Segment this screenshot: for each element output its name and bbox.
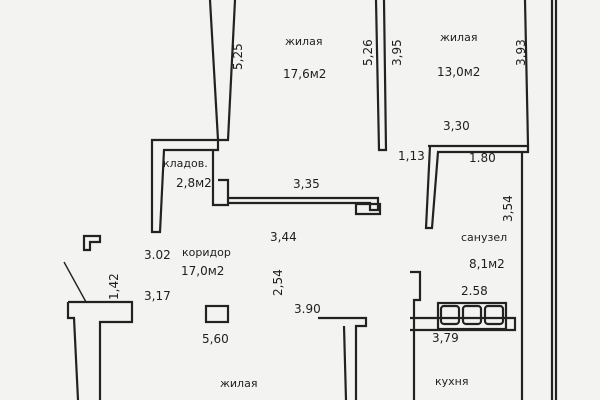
room-living-top-right-area: 13,0м2: [437, 65, 481, 79]
wall-lower-left: [68, 300, 134, 400]
dim-1-13: 1,13: [398, 149, 425, 163]
wall-lower-left-2: [66, 302, 80, 400]
room-corridor-name: коридор: [182, 246, 231, 259]
dim-3-95: 3,95: [390, 39, 404, 66]
dim-2-54: 2,54: [271, 269, 285, 296]
dim-3-44: 3,44: [270, 230, 297, 244]
bath-fixture-c: [483, 304, 505, 326]
wall-lower-middle-2: [342, 325, 348, 400]
wall-kitchen-top: [410, 270, 422, 400]
door-swing: [63, 261, 87, 303]
wall-storage-bottom: [228, 196, 380, 212]
dim-1-42: 1,42: [107, 273, 121, 300]
column: [204, 304, 230, 324]
room-bathroom-name: санузел: [461, 231, 508, 244]
bath-fixture: [436, 301, 508, 331]
wall-corridor-left: [82, 234, 102, 252]
dim-3-79: 3,79: [432, 331, 459, 345]
dim-3-17: 3,17: [144, 289, 171, 303]
room-bathroom-area: 8,1м2: [469, 257, 505, 271]
wall-bathroom-top: [424, 144, 530, 230]
room-living-bottom-name: жилая: [220, 377, 258, 390]
room-living-top-right-name: жилая: [440, 31, 478, 44]
wall-living-left: [208, 0, 237, 142]
room-storage-area: 2,8м2: [176, 176, 212, 190]
wall-exterior-right: [523, 0, 530, 146]
dim-3-30: 3,30: [443, 119, 470, 133]
dim-3-02: 3.02: [144, 248, 171, 262]
dim-5-60: 5,60: [202, 332, 229, 346]
dim-5-25: 5,25: [231, 43, 245, 70]
bath-fixture-a: [439, 304, 461, 326]
room-kitchen-name: кухня: [435, 375, 469, 388]
wall-partition-top: [374, 0, 388, 152]
dim-3-35: 3,35: [293, 177, 320, 191]
wall-door-stub: [354, 202, 382, 216]
room-corridor-area: 17,0м2: [181, 264, 225, 278]
wall-lower-middle: [318, 316, 368, 400]
room-storage-name: кладов.: [163, 157, 208, 170]
bath-fixture-b: [461, 304, 483, 326]
wall-storage: [150, 138, 220, 234]
dim-1-80: 1.80: [469, 151, 496, 165]
wall-storage-inner: [211, 150, 230, 207]
dim-5-26: 5,26: [361, 39, 375, 66]
room-living-top-left-area: 17,6м2: [283, 67, 327, 81]
dim-3-54: 3,54: [501, 195, 515, 222]
room-living-top-left-name: жилая: [285, 35, 323, 48]
dim-2-58: 2.58: [461, 284, 488, 298]
dim-3-90: 3.90: [294, 302, 321, 316]
dim-3-93: 3,93: [514, 39, 528, 66]
